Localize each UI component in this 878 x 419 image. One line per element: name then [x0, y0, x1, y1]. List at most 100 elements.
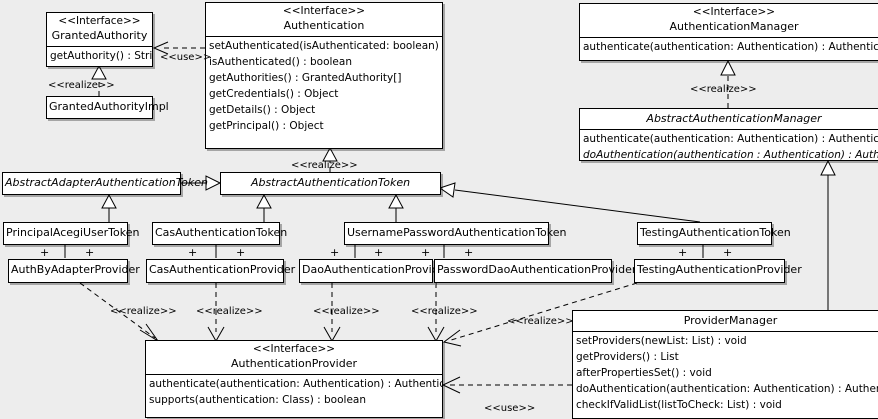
class-header-password-dao-authentication-provider: PasswordDaoAuthenticationProvider: [435, 260, 637, 280]
class-authentication-manager[interactable]: <<Interface>> AuthenticationManager auth…: [579, 3, 878, 61]
arrowhead-open-testingprovider: [442, 329, 462, 347]
operations-abstract-authentication-manager: authenticate(authentication: Authenticat…: [580, 129, 878, 164]
operation-row: checkIfValidList(listToCheck: List) : vo…: [576, 399, 782, 411]
class-header-granted-authority-impl: GrantedAuthorityImpl: [47, 97, 169, 117]
class-name-testing-authentication-provider: TestingAuthenticationProvider: [637, 263, 802, 276]
operation-row: setProviders(newList: List) : void: [576, 335, 747, 347]
arrowhead-triangle-abstractadapter: [101, 193, 117, 209]
stereotype-interface-authentication: <<Interface>>: [282, 5, 366, 17]
operation-row: getAuthorities() : GrantedAuthority[]: [209, 72, 402, 84]
class-header-granted-authority: <<Interface>> GrantedAuthority: [47, 13, 152, 46]
class-name-abstract-authentication-token: AbstractAuthenticationToken: [250, 176, 411, 189]
class-name-password-dao-authentication-provider: PasswordDaoAuthenticationProvider: [437, 263, 637, 276]
class-authentication-provider[interactable]: <<Interface>> AuthenticationProvider aut…: [145, 340, 443, 418]
class-header-dao-authentication-provider: DaoAuthenticationProvider: [300, 260, 450, 280]
class-provider-manager[interactable]: ProviderManager setProviders(newList: Li…: [572, 310, 878, 419]
operations-authentication-provider: authenticate(authentication: Authenticat…: [146, 374, 442, 409]
class-abstract-authentication-manager[interactable]: AbstractAuthenticationManager authentica…: [579, 108, 878, 161]
edge-label-realize-testingauthenticationprovider: <<realize>>: [507, 316, 574, 327]
edge-label-realize-casauthenticationprovider: <<realize>>: [196, 306, 263, 317]
class-name-provider-manager: ProviderManager: [683, 314, 778, 327]
class-abstract-authentication-token[interactable]: AbstractAuthenticationToken: [220, 172, 441, 195]
arrowhead-triangle-abstractauthenticationmanager: [820, 159, 836, 176]
multiplicity-principal-left: +: [40, 246, 50, 259]
class-abstract-adapter-authentication-token[interactable]: AbstractAdapterAuthenticationToken: [2, 172, 208, 195]
edge-label-realize-passworddaoauthenticationprovider: <<realize>>: [411, 306, 478, 317]
edge-label-realize-grantedauthorityimpl: <<realize>>: [48, 80, 115, 91]
edge-label-realize-daoauthenticationprovider: <<realize>>: [313, 306, 380, 317]
multiplicity-upat-pwd-left: +: [421, 246, 431, 259]
class-name-authentication-provider: AuthenticationProvider: [230, 357, 358, 370]
multiplicity-testing-right: +: [723, 246, 733, 259]
arrowhead-open-use-grantedauthority: [152, 41, 169, 55]
multiplicity-upat-pwd-right: +: [464, 246, 474, 259]
class-name-cas-authentication-provider: CasAuthenticationProvider: [149, 263, 296, 276]
class-name-cas-authentication-token: CasAuthenticationToken: [155, 226, 288, 239]
class-header-abstract-adapter-authentication-token: AbstractAdapterAuthenticationToken: [3, 173, 208, 193]
class-header-authentication: <<Interface>> Authentication: [206, 3, 442, 36]
operation-row: getPrincipal() : Object: [209, 120, 324, 132]
class-header-username-password-authentication-token: UsernamePasswordAuthenticationToken: [345, 223, 567, 243]
class-auth-by-adapter-provider[interactable]: AuthByAdapterProvider: [8, 259, 140, 283]
class-name-authentication: Authentication: [283, 19, 365, 32]
operation-row: getAuthority() : String: [50, 50, 152, 62]
class-dao-authentication-provider[interactable]: DaoAuthenticationProvider: [299, 259, 450, 283]
multiplicity-upat-dao-right: +: [374, 246, 384, 259]
edge-label-realize-abstractauthenticationmanager: <<realize>>: [690, 84, 757, 95]
class-authentication[interactable]: <<Interface>> Authentication setAuthenti…: [205, 2, 443, 149]
arrowhead-triangle-grantedauthority: [91, 64, 107, 80]
multiplicity-cas-left: +: [188, 246, 198, 259]
operation-row: doAuthentication(authentication : Authen…: [583, 149, 878, 161]
class-header-cas-authentication-provider: CasAuthenticationProvider: [147, 260, 296, 280]
operation-row: authenticate(authentication: Authenticat…: [149, 378, 442, 390]
edge-label-use-authentication: <<use>>: [160, 52, 212, 63]
class-header-auth-by-adapter-provider: AuthByAdapterProvider: [9, 260, 140, 280]
class-cas-authentication-provider[interactable]: CasAuthenticationProvider: [146, 259, 296, 283]
class-header-provider-manager: ProviderManager: [573, 311, 878, 331]
multiplicity-cas-right: +: [236, 246, 246, 259]
class-header-cas-authentication-token: CasAuthenticationToken: [153, 223, 288, 243]
multiplicity-principal-right: +: [85, 246, 95, 259]
multiplicity-upat-dao-left: +: [330, 246, 340, 259]
class-name-granted-authority-impl: GrantedAuthorityImpl: [49, 100, 169, 113]
class-password-dao-authentication-provider[interactable]: PasswordDaoAuthenticationProvider: [434, 259, 637, 283]
class-name-authentication-manager: AuthenticationManager: [669, 20, 799, 33]
class-principal-acegi-user-token[interactable]: PrincipalAcegiUserToken: [3, 222, 140, 245]
arrowhead-triangle-authenticationmanager: [720, 59, 736, 76]
operation-row: authenticate(authentication: Authenticat…: [583, 41, 878, 53]
edge-realize-testingauthenticationprovider: [447, 282, 638, 342]
multiplicity-testing-left: +: [678, 246, 688, 259]
class-header-abstract-authentication-manager: AbstractAuthenticationManager: [580, 109, 878, 129]
class-header-principal-acegi-user-token: PrincipalAcegiUserToken: [4, 223, 140, 243]
stereotype-interface-granted-authority: <<Interface>>: [58, 15, 141, 27]
arrowhead-triangle-authentication: [322, 146, 338, 162]
arrowhead-triangle-abstractauthenticationtoken-left: [205, 175, 222, 191]
operations-authentication: setAuthenticated(isAuthenticated: boolea…: [206, 36, 442, 135]
class-username-password-authentication-token[interactable]: UsernamePasswordAuthenticationToken: [344, 222, 567, 245]
arrowhead-triangle-abstractauthenticationtoken-cas: [256, 193, 272, 209]
class-name-principal-acegi-user-token: PrincipalAcegiUserToken: [6, 226, 140, 239]
edge-generalization-testingauthenticationtoken: [454, 189, 701, 223]
class-header-testing-authentication-token: TestingAuthenticationToken: [638, 223, 791, 243]
operation-row: doAuthentication(authentication: Authent…: [576, 383, 878, 395]
arrowhead-triangle-abstractauthenticationtoken-upat: [388, 193, 404, 209]
class-testing-authentication-token[interactable]: TestingAuthenticationToken: [637, 222, 791, 245]
class-header-authentication-provider: <<Interface>> AuthenticationProvider: [146, 341, 442, 374]
stereotype-interface-authentication-provider: <<Interface>>: [252, 343, 336, 355]
edge-label-use-providermanager: <<use>>: [484, 403, 536, 414]
stereotype-interface-authentication-manager: <<Interface>>: [692, 6, 776, 18]
class-name-username-password-authentication-token: UsernamePasswordAuthenticationToken: [347, 226, 567, 239]
class-header-testing-authentication-provider: TestingAuthenticationProvider: [635, 260, 802, 280]
operation-row: afterPropertiesSet() : void: [576, 367, 712, 379]
class-name-auth-by-adapter-provider: AuthByAdapterProvider: [11, 263, 140, 276]
class-cas-authentication-token[interactable]: CasAuthenticationToken: [152, 222, 288, 245]
class-granted-authority-impl[interactable]: GrantedAuthorityImpl: [46, 96, 169, 119]
operation-row: supports(authentication: Class) : boolea…: [149, 394, 366, 406]
class-header-abstract-authentication-token: AbstractAuthenticationToken: [221, 173, 440, 193]
class-testing-authentication-provider[interactable]: TestingAuthenticationProvider: [634, 259, 802, 283]
class-granted-authority[interactable]: <<Interface>> GrantedAuthority getAuthor…: [46, 12, 153, 67]
arrowhead-open-use-authenticationprovider: [441, 376, 461, 394]
edge-label-realize-authbyadapterprovider: <<realize>>: [110, 306, 177, 317]
